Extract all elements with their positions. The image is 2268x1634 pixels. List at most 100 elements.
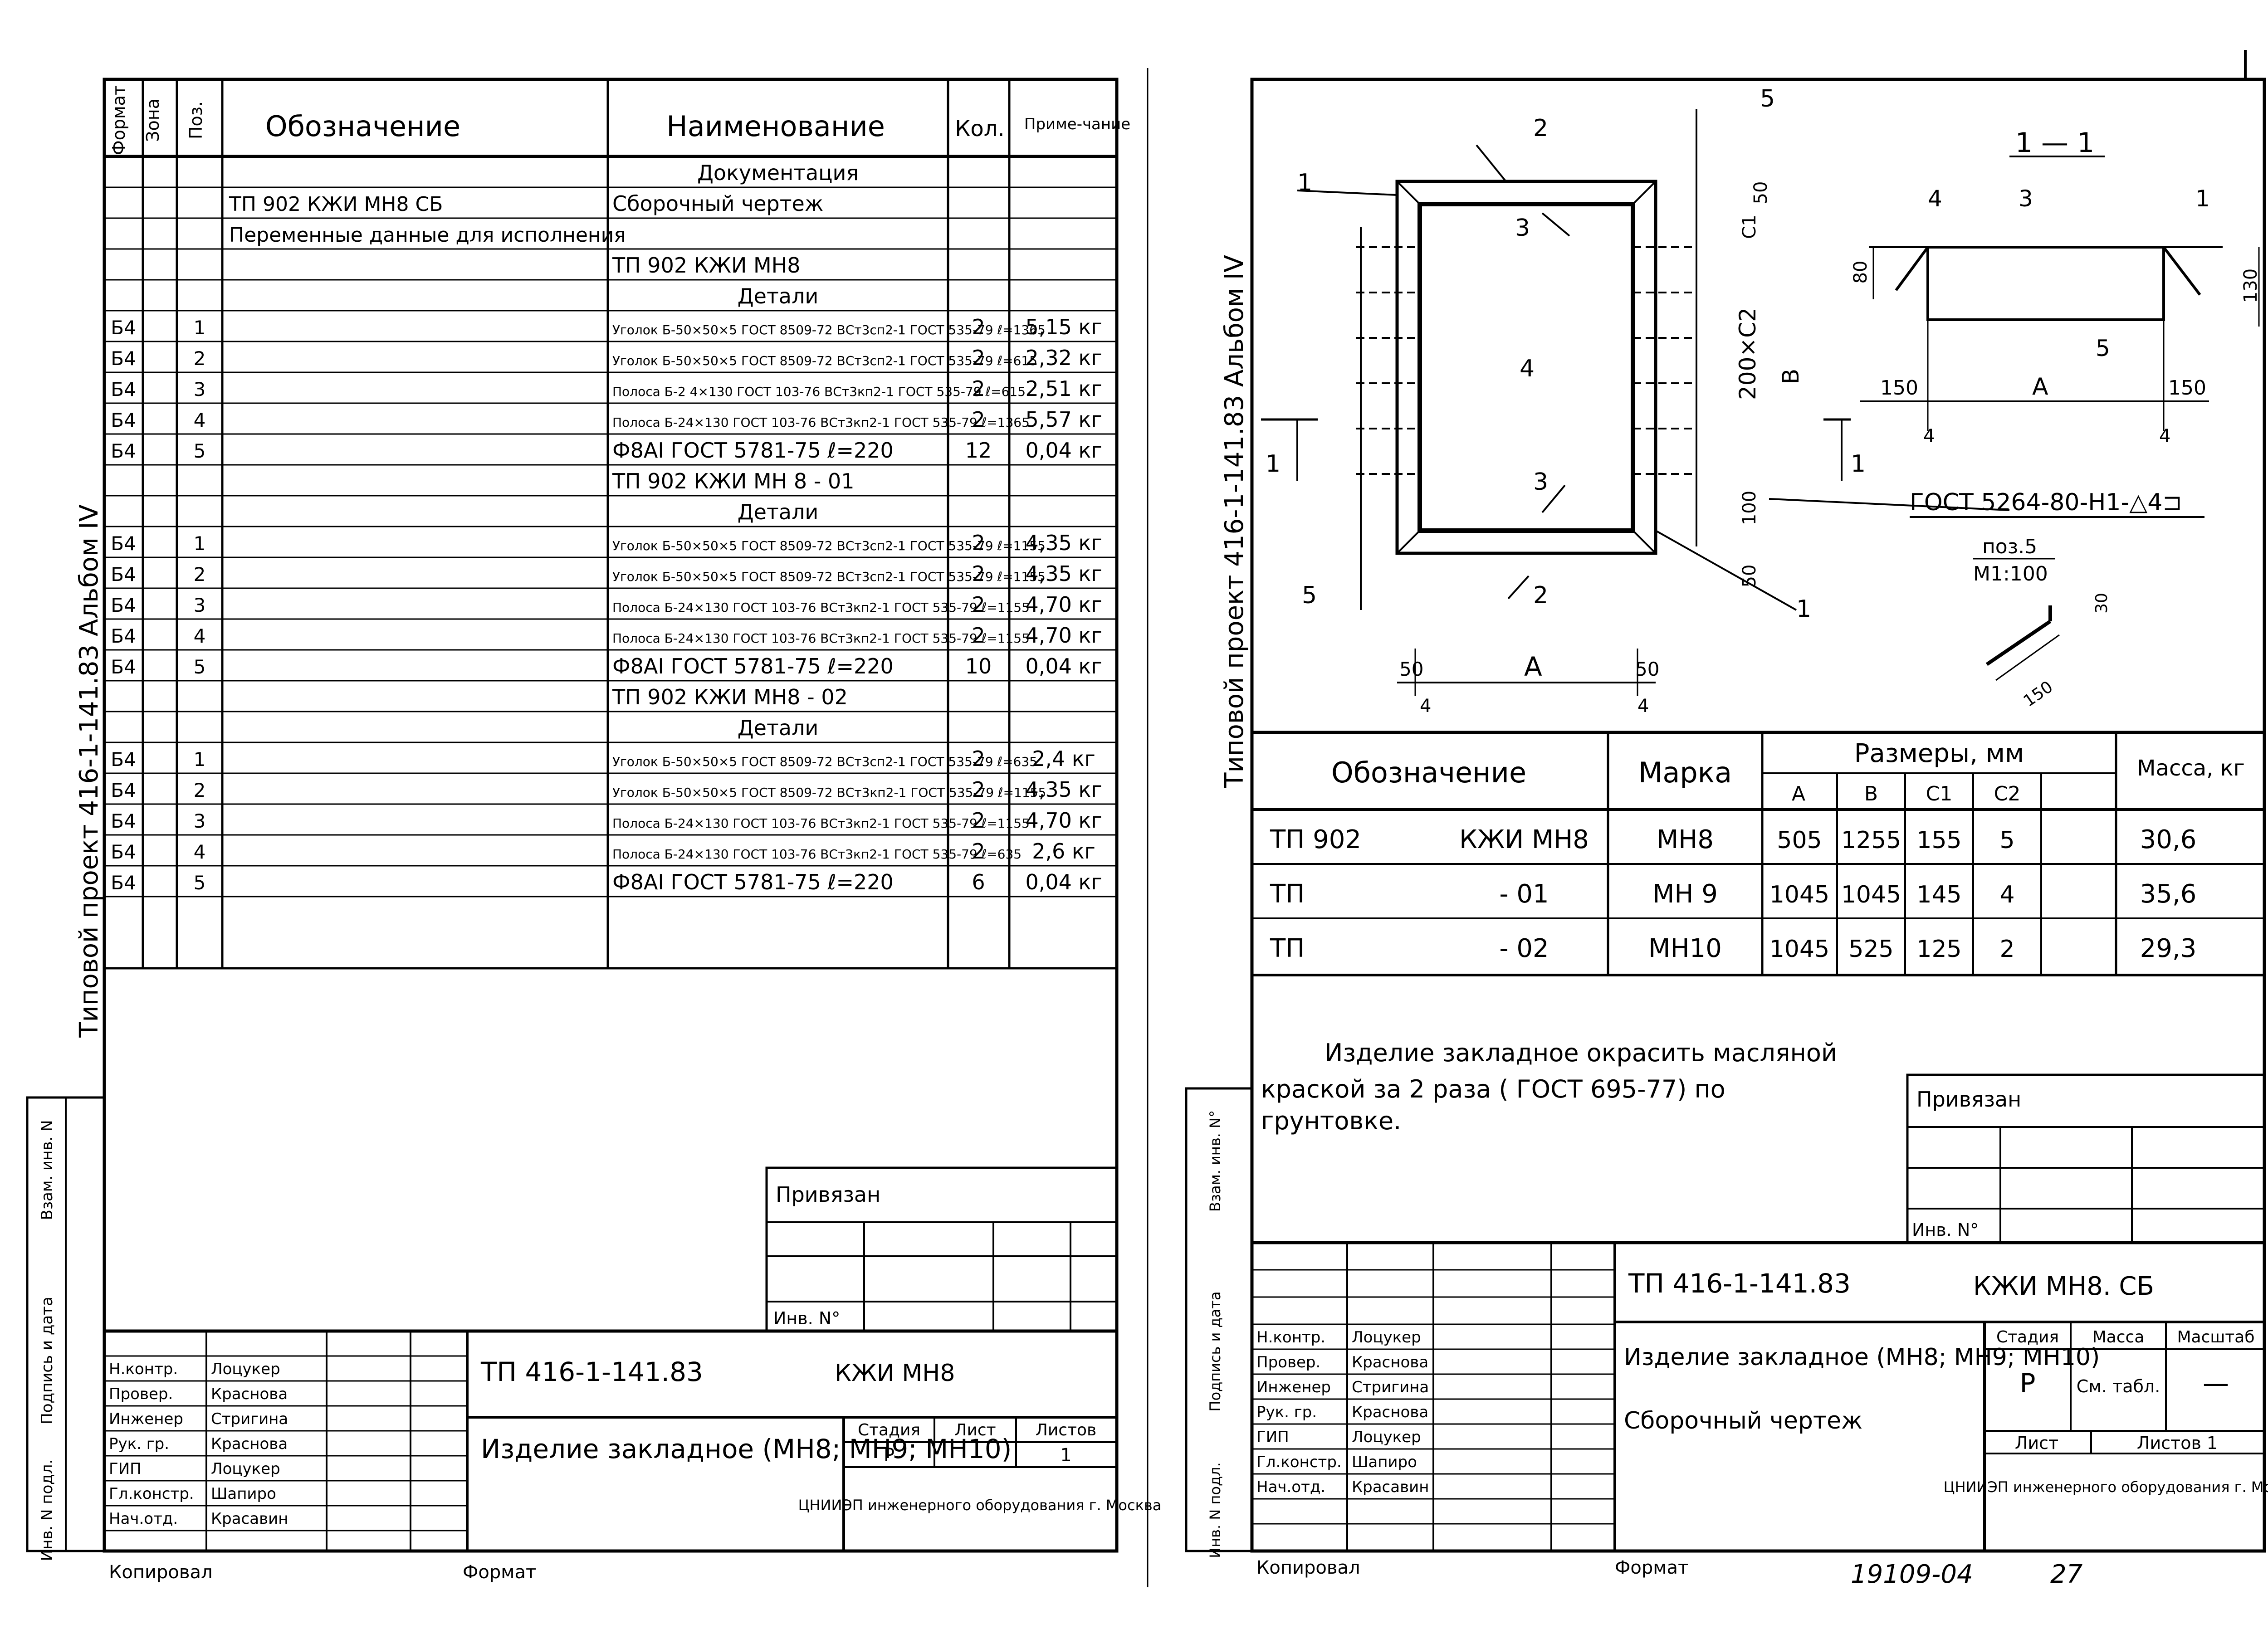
hdr-pos: Поз. — [186, 101, 206, 139]
plan-dim-label-15: 4 — [1420, 696, 1431, 717]
right-margin-label-3: Взам. инв. N° — [1207, 1110, 1224, 1212]
spec-cell-format: Б4 — [111, 872, 136, 894]
left-title-block: ТП 416-1-141.83 КЖИ МН8 Изделие закладно… — [103, 1329, 1161, 1553]
dim-cell-mark: МН 9 — [1652, 879, 1718, 909]
dimtbl-sub-a: А — [1792, 782, 1805, 805]
section-label-3: 1 — [2195, 185, 2210, 212]
spec-cell-note: 2,6 кг — [1032, 839, 1095, 863]
plan-dim-label-7: В — [1778, 369, 1804, 384]
right-tb-org: ЦНИИЭП инженерного оборудования г. Москв… — [1944, 1478, 2268, 1496]
spec-cell-name: Детали — [738, 284, 819, 308]
spec-cell-pos: 5 — [194, 440, 206, 462]
spec-cell-name: Детали — [738, 500, 819, 524]
dim-cell-mark: МН8 — [1657, 825, 1714, 854]
dim-cell-a: 1045 — [1769, 936, 1829, 963]
dim-cell-designation-2: - 02 — [1499, 934, 1549, 963]
spec-cell-designation: Переменные данные для исполнения — [229, 224, 626, 247]
right-tb-mass-label: Масса — [2092, 1328, 2145, 1346]
tb-role: Рук. гр. — [1256, 1403, 1317, 1421]
spec-cell-qty: 12 — [965, 438, 992, 463]
spec-cell-note: 0,04 кг — [1026, 654, 1102, 678]
spec-cell-pos: 5 — [194, 872, 206, 894]
right-tb-doc-code: ТП 416-1-141.83 — [1628, 1268, 1851, 1299]
tb-role: Инженер — [1256, 1378, 1331, 1396]
dim-cell-c1: 125 — [1916, 936, 1961, 963]
left-footer-format: Формат — [463, 1562, 536, 1583]
spec-cell-pos: 4 — [194, 409, 206, 431]
spec-row: Детали — [104, 284, 1117, 312]
hdr-note: Приме-чание — [1024, 115, 1130, 133]
plan-dim-label-3: 1 — [1297, 169, 1312, 196]
spec-cell-format: Б4 — [111, 317, 136, 339]
spec-cell-name: Полоса Б-24×130 ГОСТ 103-76 ВСт3кп2-1 ГО… — [612, 816, 1030, 831]
dim-cell-c2: 2 — [1999, 936, 2014, 963]
dim-cell-c2: 4 — [1999, 881, 2014, 908]
section-label-4: 80 — [1850, 261, 1871, 284]
spec-table-columns — [142, 79, 1011, 968]
right-tb-stage-label: Стадия — [1996, 1328, 2059, 1346]
tb-name: Краснова — [211, 1435, 288, 1453]
dim-cell-c1: 145 — [1916, 881, 1961, 908]
right-tb-sheets-label: Листов 1 — [2137, 1433, 2218, 1453]
plan-dim-label-16: 4 — [1637, 696, 1649, 717]
spec-cell-pos: 2 — [194, 779, 206, 801]
pos5-dim-1: 30 — [2092, 593, 2111, 614]
section-label-5: 130 — [2240, 268, 2261, 303]
spec-cell-format: Б4 — [111, 563, 136, 585]
spec-cell-note: 4,35 кг — [1026, 531, 1102, 555]
tb-name: Красавин — [1352, 1478, 1429, 1496]
tb-role: Провер. — [109, 1385, 173, 1403]
section-1-1: 1 — 1 4 3 1 80 130 150 А 150 4 4 5 ГОСТ … — [1850, 127, 2261, 518]
spec-cell-format: Б4 — [111, 440, 136, 462]
left-tb-sheet-label: Лист — [954, 1421, 996, 1439]
pos5-scale: М1:100 — [1973, 562, 2048, 585]
tb-name: Стригина — [211, 1410, 288, 1428]
left-tb-stage: Р — [884, 1445, 894, 1466]
right-tb-mark: КЖИ МН8. СБ — [1973, 1272, 2154, 1301]
right-tb-stage: Р — [2020, 1368, 2036, 1399]
spec-row: Детали — [104, 500, 1117, 527]
dimension-table: Обозначение Марка Размеры, мм Масса, кг … — [1252, 731, 2264, 976]
note-line-2: краской за 2 раза ( ГОСТ 695-77) по — [1261, 1075, 1725, 1103]
spec-cell-name: Уголок Б-50×50×5 ГОСТ 8509-72 ВСт3кп2-1 … — [612, 785, 1046, 800]
spec-cell-name: ТП 902 КЖИ МН8 - 02 — [612, 685, 848, 709]
right-title-block: ТП 416-1-141.83 КЖИ МН8. СБ Изделие закл… — [1250, 1241, 2268, 1553]
spec-cell-name: Сборочный чертеж — [612, 191, 823, 216]
left-margin-label-1: Инв. N подл. — [38, 1459, 56, 1561]
left-tb-title-text: Изделие закладное (МН8; МН9; МН10) — [481, 1434, 1012, 1464]
spec-cell-name: Документация — [697, 161, 859, 185]
spec-row: ТП 902 КЖИ МН8 - 02 — [104, 685, 1117, 712]
left-tb-mark: КЖИ МН8 — [835, 1360, 955, 1387]
plan-dim-label-20: 2 — [1533, 582, 1548, 609]
spec-cell-name: Уголок Б-50×50×5 ГОСТ 8509-72 ВСт3сп2-1 … — [612, 353, 1037, 368]
spec-cell-note: 4,70 кг — [1026, 592, 1102, 617]
plan-view: 5 2 1 3 4 200×C2 В C1 50 100 50 А 50 50 … — [1261, 85, 2010, 717]
spec-cell-format: Б4 — [111, 625, 136, 647]
spec-cell-name: ТП 902 КЖИ МН 8 - 01 — [612, 469, 855, 493]
right-tb-mass: См. табл. — [2077, 1376, 2160, 1396]
spec-table-header: Формат Зона Поз. Обозначение Наименовани… — [104, 85, 1130, 158]
hdr-format: Формат — [109, 85, 129, 155]
tb-role: Нач.отд. — [1256, 1478, 1325, 1496]
spec-cell-pos: 3 — [194, 810, 206, 832]
tb-role: Н.контр. — [109, 1360, 178, 1378]
spec-cell-name: Детали — [738, 716, 819, 740]
tb-name: Краснова — [211, 1385, 288, 1403]
hdr-zone: Зона — [143, 98, 163, 142]
plan-dim-label-12: А — [1524, 651, 1542, 682]
right-tb-title: Изделие закладное (МН8; МН9; МН10) — [1624, 1344, 2100, 1371]
right-footer-number: 19109-04 — [1851, 1560, 1973, 1589]
plan-dim-label-22: 1 — [1796, 595, 1811, 623]
tb-name: Красавин — [211, 1510, 288, 1528]
plan-dim-label-21: 5 — [1302, 582, 1317, 609]
right-tb-sheet-label: Лист — [2015, 1433, 2058, 1453]
